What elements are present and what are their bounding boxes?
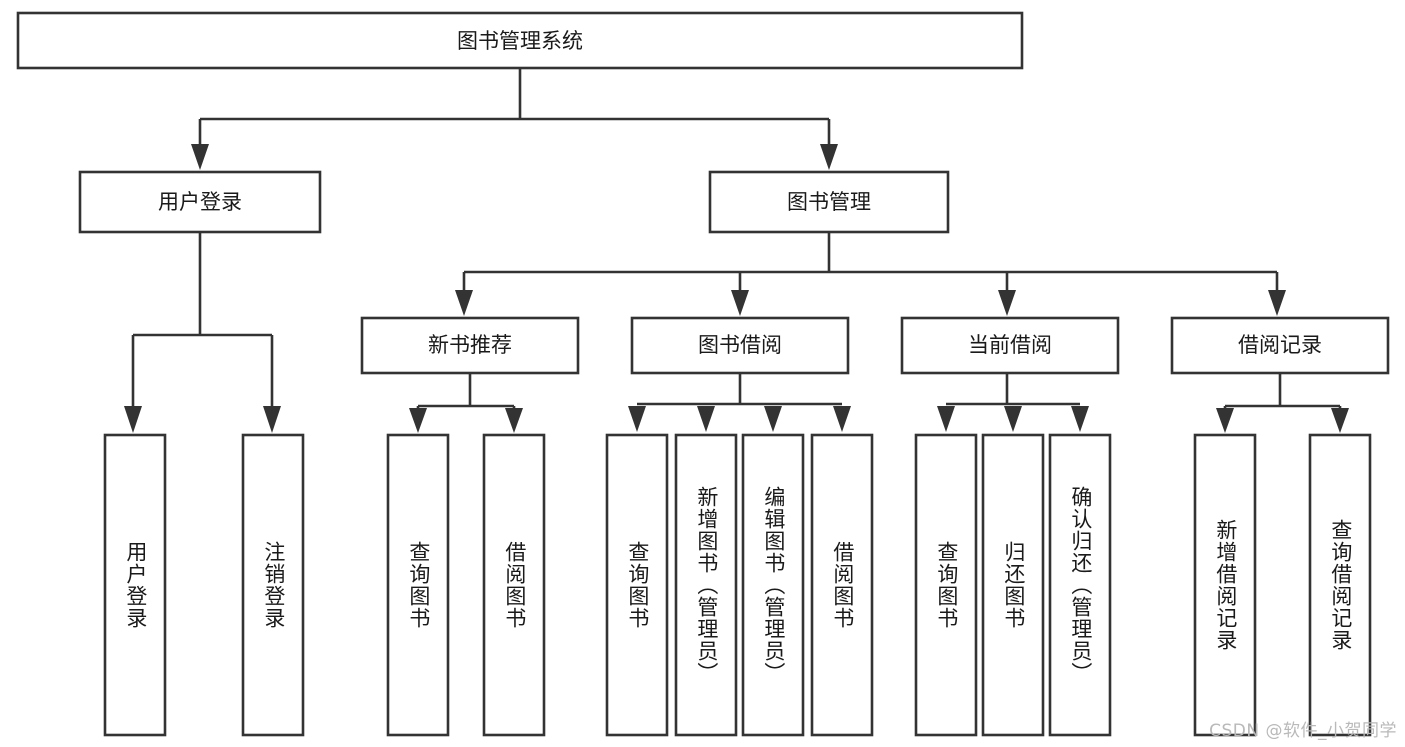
connector-group-root bbox=[191, 68, 838, 170]
node-box-leaf-return-book[interactable] bbox=[981, 433, 1045, 737]
arrowhead-book-manage bbox=[820, 144, 838, 170]
node-label-book-manage: 图书管理 bbox=[787, 190, 871, 214]
node-box-leaf-add-book-admin[interactable] bbox=[674, 433, 738, 737]
node-label-borrow-record: 借阅记录 bbox=[1238, 333, 1322, 357]
arrowhead-user-login bbox=[191, 144, 209, 170]
node-box-book-borrow[interactable] bbox=[630, 316, 850, 375]
node-label-user-login: 用户登录 bbox=[158, 190, 242, 214]
node-box-leaf-borrow-book-2[interactable] bbox=[810, 433, 874, 737]
node-book-borrow[interactable]: 图书借阅 bbox=[630, 316, 850, 375]
connector-group-book-borrow bbox=[628, 373, 851, 432]
node-box-leaf-user-login[interactable] bbox=[103, 433, 167, 737]
node-user-login[interactable]: 用户登录 bbox=[78, 170, 322, 234]
arrowhead-leaf-query-book-3 bbox=[937, 406, 955, 432]
arrowhead-new-book-recommend bbox=[455, 290, 473, 316]
arrowhead-leaf-query-book-1 bbox=[409, 408, 427, 433]
connector-group-book-manage bbox=[455, 232, 1286, 316]
connector-group-borrow-record bbox=[1216, 373, 1349, 433]
node-box-book-manage[interactable] bbox=[708, 170, 950, 234]
arrowhead-leaf-borrow-book-2 bbox=[833, 406, 851, 432]
connector-group-user-login bbox=[124, 232, 281, 433]
node-borrow-record[interactable]: 借阅记录 bbox=[1170, 316, 1390, 375]
node-label-book-borrow: 图书借阅 bbox=[698, 333, 782, 357]
node-box-root[interactable] bbox=[16, 11, 1024, 70]
node-new-book-recommend[interactable]: 新书推荐 bbox=[360, 316, 580, 375]
node-root[interactable]: 图书管理系统 bbox=[16, 11, 1024, 70]
arrowhead-leaf-confirm-return-admin bbox=[1071, 406, 1089, 432]
arrowhead-book-borrow bbox=[731, 290, 749, 316]
arrowhead-leaf-borrow-book-1 bbox=[505, 408, 523, 433]
node-box-leaf-edit-book-admin[interactable] bbox=[741, 433, 805, 737]
node-box-user-login[interactable] bbox=[78, 170, 322, 234]
arrowhead-leaf-user-login bbox=[124, 406, 142, 433]
node-box-leaf-add-borrow-record[interactable] bbox=[1193, 433, 1257, 737]
arrowhead-leaf-edit-book-admin bbox=[764, 406, 782, 432]
arrowhead-leaf-add-book-admin bbox=[697, 406, 715, 432]
node-box-current-borrow[interactable] bbox=[900, 316, 1120, 375]
node-box-leaf-user-logout[interactable] bbox=[241, 433, 305, 737]
node-box-leaf-query-book-2[interactable] bbox=[605, 433, 669, 737]
connector-group-new-book-recommend bbox=[409, 373, 523, 433]
connector-group-current-borrow bbox=[937, 373, 1089, 432]
node-box-borrow-record[interactable] bbox=[1170, 316, 1390, 375]
node-current-borrow[interactable]: 当前借阅 bbox=[900, 316, 1120, 375]
node-box-leaf-query-book-1[interactable] bbox=[386, 433, 450, 737]
arrowhead-borrow-record bbox=[1268, 290, 1286, 316]
node-box-leaf-borrow-book-1[interactable] bbox=[482, 433, 546, 737]
arrowhead-leaf-query-borrow-record bbox=[1331, 408, 1349, 433]
arrowhead-current-borrow bbox=[998, 290, 1016, 316]
node-box-new-book-recommend[interactable] bbox=[360, 316, 580, 375]
arrowhead-leaf-return-book bbox=[1004, 406, 1022, 432]
node-box-leaf-query-book-3[interactable] bbox=[914, 433, 978, 737]
node-box-leaf-query-borrow-record[interactable] bbox=[1308, 433, 1372, 737]
node-box-leaf-confirm-return-admin[interactable] bbox=[1048, 433, 1112, 737]
node-label-new-book-recommend: 新书推荐 bbox=[428, 333, 512, 357]
arrowhead-leaf-user-logout bbox=[263, 406, 281, 433]
node-label-current-borrow: 当前借阅 bbox=[968, 333, 1052, 357]
arrowhead-leaf-add-borrow-record bbox=[1216, 408, 1234, 433]
arrowhead-leaf-query-book-2 bbox=[628, 406, 646, 432]
node-label-root: 图书管理系统 bbox=[457, 29, 583, 53]
node-book-manage[interactable]: 图书管理 bbox=[708, 170, 950, 234]
watermark-csdn: CSDN @软件_小贺同学 bbox=[1209, 721, 1397, 741]
